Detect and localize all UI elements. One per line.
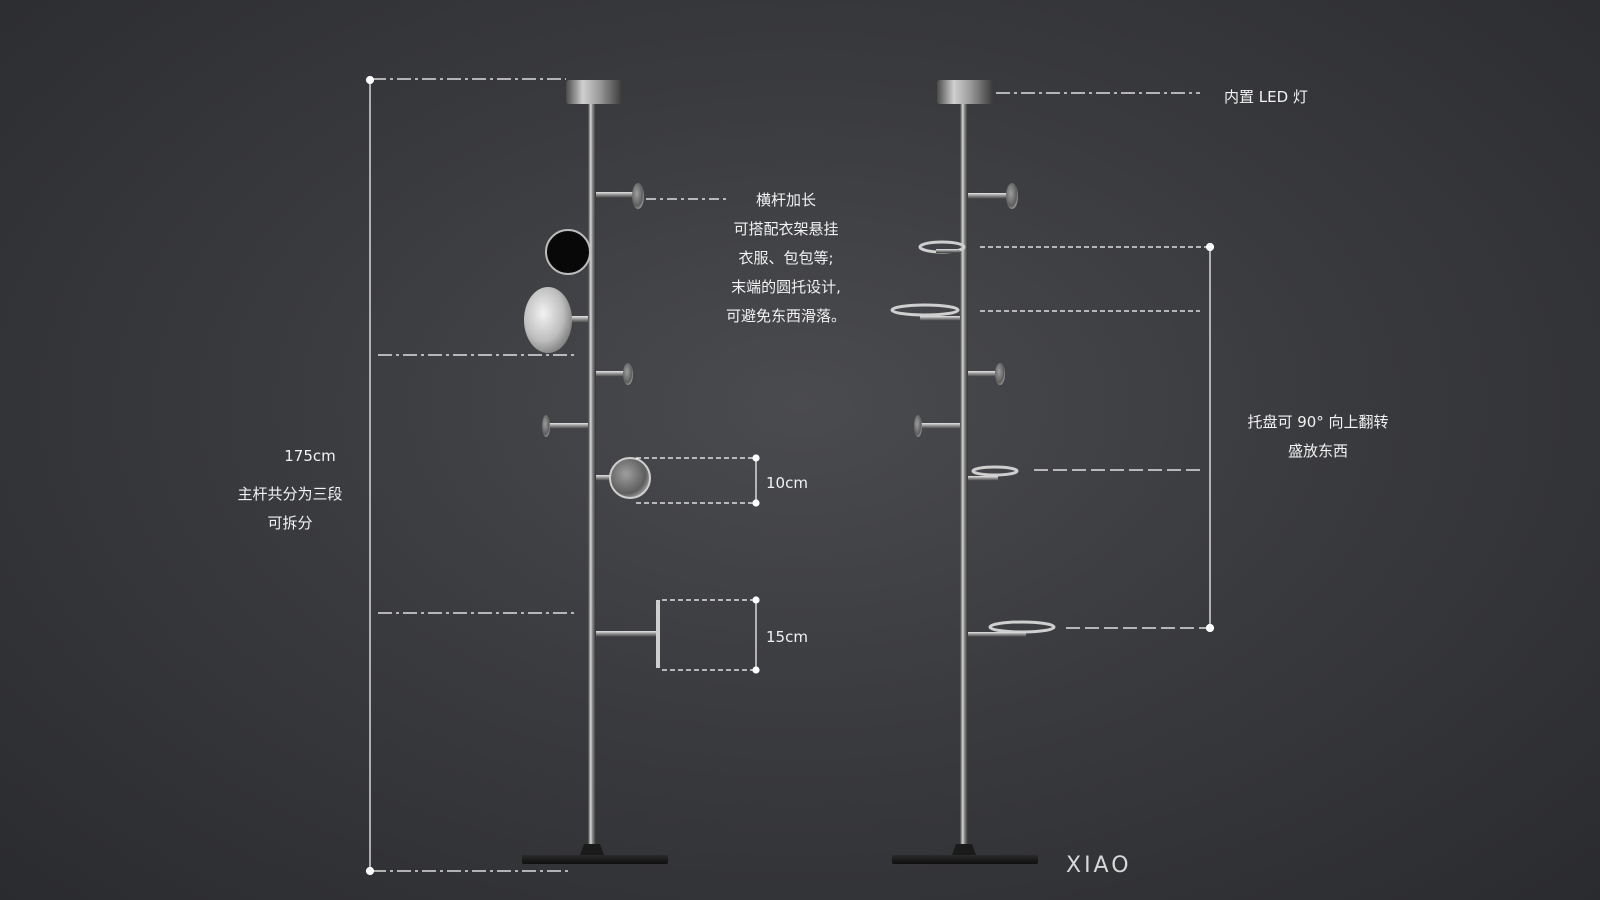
note-line: 可避免东西滑落。 <box>725 307 846 325</box>
tray <box>890 303 960 317</box>
hook-disc <box>914 415 922 437</box>
note-line: 衣服、包包等; <box>738 249 834 267</box>
dim-end-dot <box>752 499 760 507</box>
base-plate <box>892 855 1038 864</box>
arm-hook <box>968 193 1008 199</box>
note-line: 可拆分 <box>267 514 313 532</box>
base-foot <box>952 844 976 855</box>
top-lamp <box>937 80 993 104</box>
tray-arm <box>968 476 998 481</box>
dim-end-dot <box>1205 242 1215 252</box>
tray <box>971 465 1019 477</box>
hook-disc-black <box>545 229 591 275</box>
note-line: 盛放东西 <box>1287 442 1348 460</box>
dim-end-dot <box>752 454 760 462</box>
hook-disc-edge <box>656 600 660 668</box>
tray-arm <box>968 632 1026 637</box>
coat-stand-left <box>522 80 668 864</box>
note-line: 可搭配衣架悬挂 <box>733 220 839 238</box>
hook-disc <box>632 183 644 209</box>
dimension-lines <box>365 75 1215 876</box>
dim-end-dot <box>1205 623 1215 633</box>
brand-logo: XIAO <box>1066 853 1132 878</box>
hook-disc-grey <box>609 457 651 499</box>
pole <box>960 100 968 852</box>
base-plate <box>522 855 668 864</box>
arm-hook <box>596 631 656 637</box>
pole <box>588 100 596 852</box>
dimension-10cm-label: 10cm <box>766 474 808 492</box>
arm-hook <box>596 371 626 377</box>
note-line: 横杆加长 <box>755 191 816 209</box>
top-lamp <box>566 80 622 104</box>
tray <box>988 620 1056 634</box>
note-line: 主杆共分为三段 <box>237 485 343 503</box>
tray-arm <box>920 316 960 321</box>
dimension-15cm-label: 15cm <box>766 628 808 646</box>
arm-hook <box>548 423 588 429</box>
note-line: 托盘可 90° 向上翻转 <box>1247 413 1389 431</box>
dim-end-dot <box>752 666 760 674</box>
hook-disc-silver <box>524 287 572 353</box>
note-line: 末端的圆托设计, <box>731 278 841 296</box>
hook-disc <box>1006 183 1018 209</box>
coat-stand-right <box>890 80 1056 864</box>
total-height-label: 175cm <box>284 447 336 465</box>
tray-arm <box>936 249 960 253</box>
led-label: 内置 LED 灯 <box>1224 88 1308 106</box>
tray-note: 托盘可 90° 向上翻转 盛放东西 <box>1218 408 1418 466</box>
arm-hook <box>920 423 960 429</box>
dim-end-dot <box>365 75 375 85</box>
pole-sections-note: 主杆共分为三段 可拆分 <box>190 480 390 538</box>
arm-hook <box>968 371 998 377</box>
hook-disc <box>623 363 633 385</box>
arm-hook <box>596 475 620 481</box>
arm-extension-note: 横杆加长 可搭配衣架悬挂 衣服、包包等; 末端的圆托设计, 可避免东西滑落。 <box>686 186 886 331</box>
dim-end-dot <box>752 596 760 604</box>
arm-hook <box>596 192 634 198</box>
base-foot <box>580 844 604 855</box>
hook-disc <box>542 415 550 437</box>
hook-disc <box>995 363 1005 385</box>
